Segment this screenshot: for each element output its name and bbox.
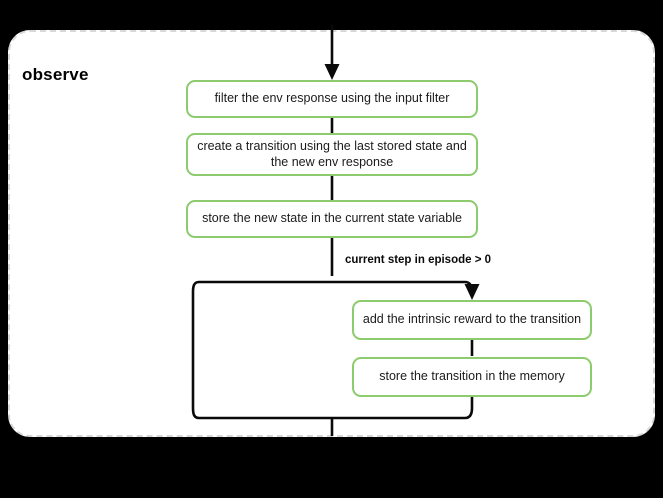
node-create-transition[interactable]: create a transition using the last store… <box>186 133 478 176</box>
node-filter-env-response[interactable]: filter the env response using the input … <box>186 80 478 118</box>
node-add-intrinsic-reward[interactable]: add the intrinsic reward to the transiti… <box>352 300 592 340</box>
edge-label-current-step-condition: current step in episode > 0 <box>345 254 492 266</box>
node-store-transition-memory[interactable]: store the transition in the memory <box>352 357 592 397</box>
node-store-new-state[interactable]: store the new state in the current state… <box>186 200 478 238</box>
group-title-observe: observe <box>22 65 89 84</box>
